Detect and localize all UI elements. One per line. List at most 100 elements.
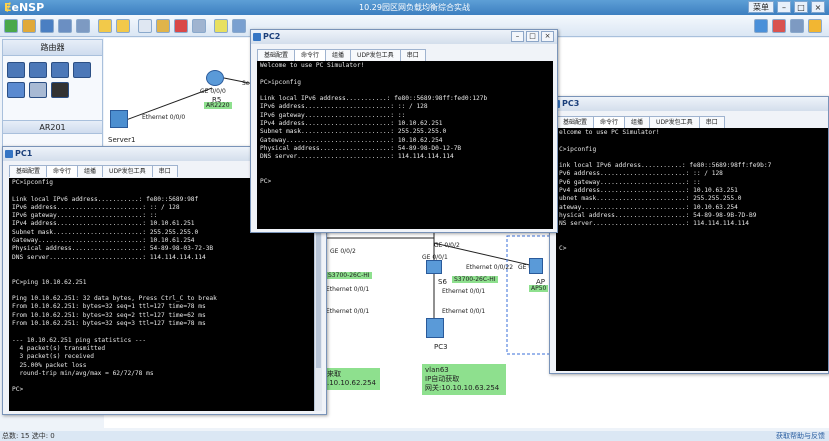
main-toolbar (0, 15, 829, 37)
pc3-tabs: 基础配置 命令行 组播 UDP发包工具 串口 (556, 116, 725, 128)
pc-device-icon[interactable] (7, 82, 25, 98)
redo-icon[interactable] (116, 19, 130, 33)
s6-model-tag: S3700-26C-HI (452, 276, 498, 283)
r5-port-label: GE 0/0/0 (200, 88, 226, 95)
pc3-window: PC3 基础配置 命令行 组播 UDP发包工具 串口 elcome to use… (549, 96, 829, 374)
ap-label: AP (536, 278, 546, 286)
pc3-tab-serial[interactable]: 串口 (698, 116, 725, 128)
huawei-icon[interactable] (772, 19, 786, 33)
pc2-maximize-button[interactable]: □ (526, 31, 539, 42)
r5-serial-label: Ser (242, 80, 252, 87)
sw-left-port-top: GE 0/0/2 (330, 248, 356, 255)
sw-left-port-bottom: Ethernet 0/0/1 (326, 286, 370, 293)
topology-links (125, 77, 553, 355)
pc1-tab-udp[interactable]: UDP发包工具 (102, 165, 153, 177)
app-titlebar: ɆeNSP 10.29园区网负载均衡综合实战 菜单 – □ × (0, 0, 829, 15)
s6-port-down-2: Ethernet 0/0/1 (442, 308, 486, 315)
ap-model-tag: AP50 (529, 285, 549, 292)
pc2-tab-cli[interactable]: 命令行 (294, 49, 327, 61)
switch-s6-icon[interactable] (426, 260, 442, 274)
undo-icon[interactable] (98, 19, 112, 33)
delete-icon[interactable] (174, 19, 188, 33)
pc3-titlebar[interactable]: PC3 (550, 97, 828, 111)
sw-left-port-bottom-2: Ethernet 0/0/1 (326, 308, 370, 315)
text-icon[interactable] (214, 19, 228, 33)
s6-label: S6 (438, 278, 447, 286)
vlan63-info-line-2: IP自动获取 (425, 375, 460, 383)
vlan-info-left: 来取 .10.10.62.254 (324, 368, 380, 390)
app-logo: ɆeNSP (4, 1, 45, 14)
vlan-info-left-line-2: .10.10.62.254 (327, 379, 376, 387)
vlan63-info-line-1: vlan63 (425, 366, 449, 374)
pc2-tab-serial[interactable]: 串口 (399, 49, 426, 61)
maximize-button[interactable]: □ (794, 1, 808, 13)
print-icon[interactable] (76, 19, 90, 33)
pc1-title: PC1 (15, 149, 33, 158)
help-feedback-link[interactable]: 获取帮助与反馈 (776, 432, 825, 440)
pc2-close-button[interactable]: × (541, 31, 554, 42)
pc2-titlebar[interactable]: PC2 – □ × (251, 30, 557, 44)
pc3-title: PC3 (562, 99, 580, 108)
new-topology-icon[interactable] (4, 19, 18, 33)
save-icon[interactable] (40, 19, 54, 33)
pc-window-icon (5, 150, 13, 158)
pc1-tab-multicast[interactable]: 组播 (77, 165, 104, 177)
minimize-button[interactable]: – (777, 1, 791, 13)
chat-icon[interactable] (754, 19, 768, 33)
open-icon[interactable] (22, 19, 36, 33)
s6-port-top: GE 0/0/2 (434, 242, 460, 249)
router-device-icon[interactable] (7, 62, 25, 78)
cloud-device-icon[interactable] (29, 82, 47, 98)
pc2-title: PC2 (263, 32, 281, 41)
pc2-terminal[interactable]: Welcome to use PC Simulator! PC>ipconfig… (257, 61, 553, 229)
router-r5-icon[interactable] (206, 70, 224, 86)
pc2-tab-multicast[interactable]: 组播 (325, 49, 352, 61)
s6-port-right: Ethernet 0/0/22 (466, 264, 514, 271)
help-icon[interactable] (808, 19, 822, 33)
pc2-tabs: 基础配置 命令行 组播 UDP发包工具 串口 (257, 49, 426, 61)
status-bar: 总数: 15 选中: 0 获取帮助与反馈 (0, 431, 829, 441)
pc2-minimize-button[interactable]: – (511, 31, 524, 42)
ap-icon[interactable] (529, 258, 543, 274)
app-title: 10.29园区网负载均衡综合实战 (359, 3, 470, 12)
close-button[interactable]: × (811, 1, 825, 13)
pc3-tab-udp[interactable]: UDP发包工具 (649, 116, 700, 128)
device-category-header: 路由器 (3, 40, 102, 56)
ap-port-label: GE 0/ (518, 264, 535, 271)
vlan-info-left-line-1: 来取 (327, 370, 341, 378)
pc1-titlebar[interactable]: PC1 (3, 147, 326, 161)
s6-port-left: GE 0/0/1 (422, 254, 448, 261)
pc1-tabs: 基础配置 命令行 组播 UDP发包工具 串口 (9, 165, 178, 177)
pan-icon[interactable] (156, 19, 170, 33)
pc1-scrollbar[interactable] (314, 178, 322, 411)
pc-window-icon (253, 33, 261, 41)
settings-icon[interactable] (790, 19, 804, 33)
save-as-icon[interactable] (58, 19, 72, 33)
pc3-label: PC3 (434, 343, 448, 351)
vlan63-info-line-3: 网关:10.10.10.63.254 (425, 384, 500, 392)
pc3-tab-basic[interactable]: 基础配置 (556, 116, 595, 128)
sw-left-model-tag: S3700-26C-HI (326, 272, 372, 279)
pc3-tab-cli[interactable]: 命令行 (593, 116, 626, 128)
switch-device-icon[interactable] (51, 62, 69, 78)
menu-button[interactable]: 菜单 (748, 1, 774, 13)
pc2-tab-basic[interactable]: 基础配置 (257, 49, 296, 61)
firewall-device-icon[interactable] (73, 62, 91, 78)
pc3-terminal[interactable]: elcome to use PC Simulator! C>ipconfig i… (556, 128, 828, 371)
link-device-icon[interactable] (51, 82, 69, 98)
pc2-tab-udp[interactable]: UDP发包工具 (350, 49, 401, 61)
server1-label: Server1 (108, 136, 136, 144)
server1-icon[interactable] (110, 110, 128, 128)
palette-icon[interactable] (232, 19, 246, 33)
pc3-tab-multicast[interactable]: 组播 (624, 116, 651, 128)
status-count: 总数: 15 选中: 0 (2, 432, 55, 440)
pc1-tab-basic[interactable]: 基础配置 (9, 165, 48, 177)
router-device-icon[interactable] (29, 62, 47, 78)
pc1-tab-serial[interactable]: 串口 (151, 165, 178, 177)
vlan63-info: vlan63 IP自动获取 网关:10.10.10.63.254 (422, 364, 506, 395)
pc3-icon[interactable] (426, 318, 444, 338)
select-icon[interactable] (138, 19, 152, 33)
pc1-tab-cli[interactable]: 命令行 (46, 165, 79, 177)
clear-icon[interactable] (192, 19, 206, 33)
device-panel: 路由器 AR201 (2, 39, 103, 154)
